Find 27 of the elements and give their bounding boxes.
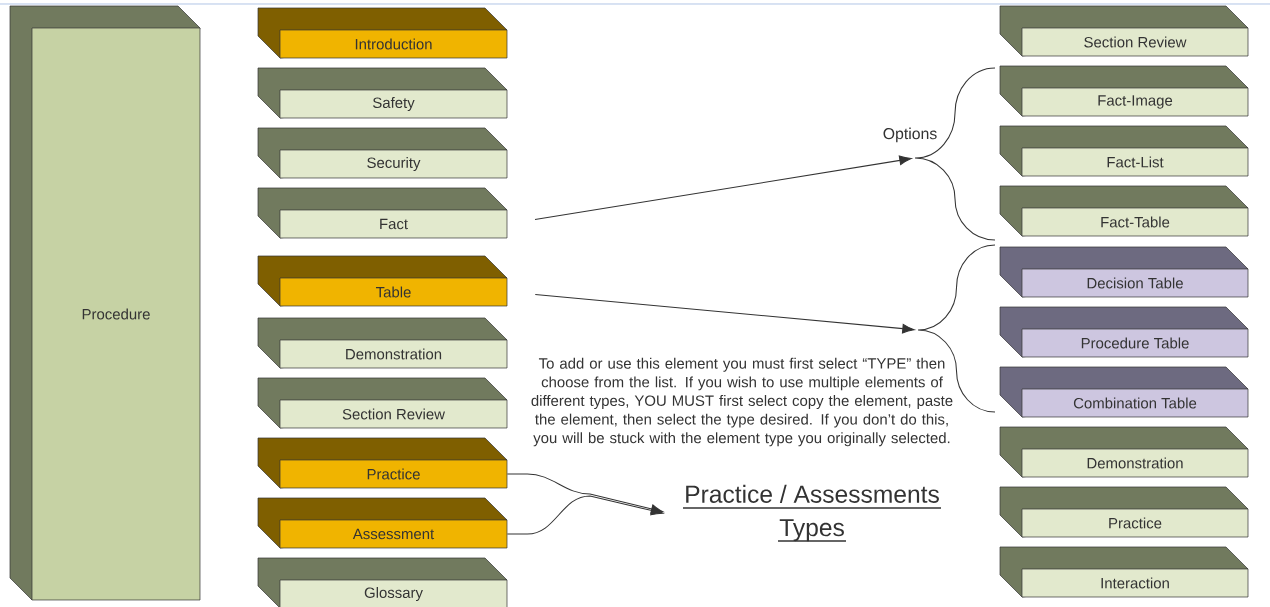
arrow (534, 155, 912, 221)
box: Security (257, 127, 508, 179)
arrow (534, 294, 915, 334)
box: Practice (999, 486, 1249, 538)
box: Practice (257, 437, 508, 489)
box: Interaction (999, 546, 1249, 598)
box: Section Review (257, 377, 508, 429)
box: Introduction (257, 7, 508, 59)
note: To add or use this element you must first select “TYPE” then choose from the list. If you wish to use multiple elements of different types, YOU MUST first select copy the element, paste the element, then select the type desired. If you don’t do this, you will be stuck with the element type you originally selected. (531, 357, 953, 447)
box: Fact-Table (999, 185, 1249, 237)
box: Table (257, 255, 508, 307)
box: Combination Table (999, 366, 1249, 418)
box: Demonstration (999, 426, 1249, 478)
box: Procedure Table (999, 306, 1249, 358)
box: Fact-Image (999, 65, 1249, 117)
box: Safety (257, 67, 508, 119)
box: Glossary (257, 557, 508, 607)
heading: Practice / Assessments Types (682, 484, 942, 542)
box: Demonstration (257, 317, 508, 369)
box: Section Review (999, 5, 1249, 57)
arrow (506, 495, 664, 535)
box: Fact (257, 187, 508, 239)
box: Decision Table (999, 246, 1249, 298)
box: Procedure (9, 5, 201, 601)
label: Options (883, 127, 937, 143)
box: Fact-List (999, 125, 1249, 177)
box: Assessment (257, 497, 508, 549)
